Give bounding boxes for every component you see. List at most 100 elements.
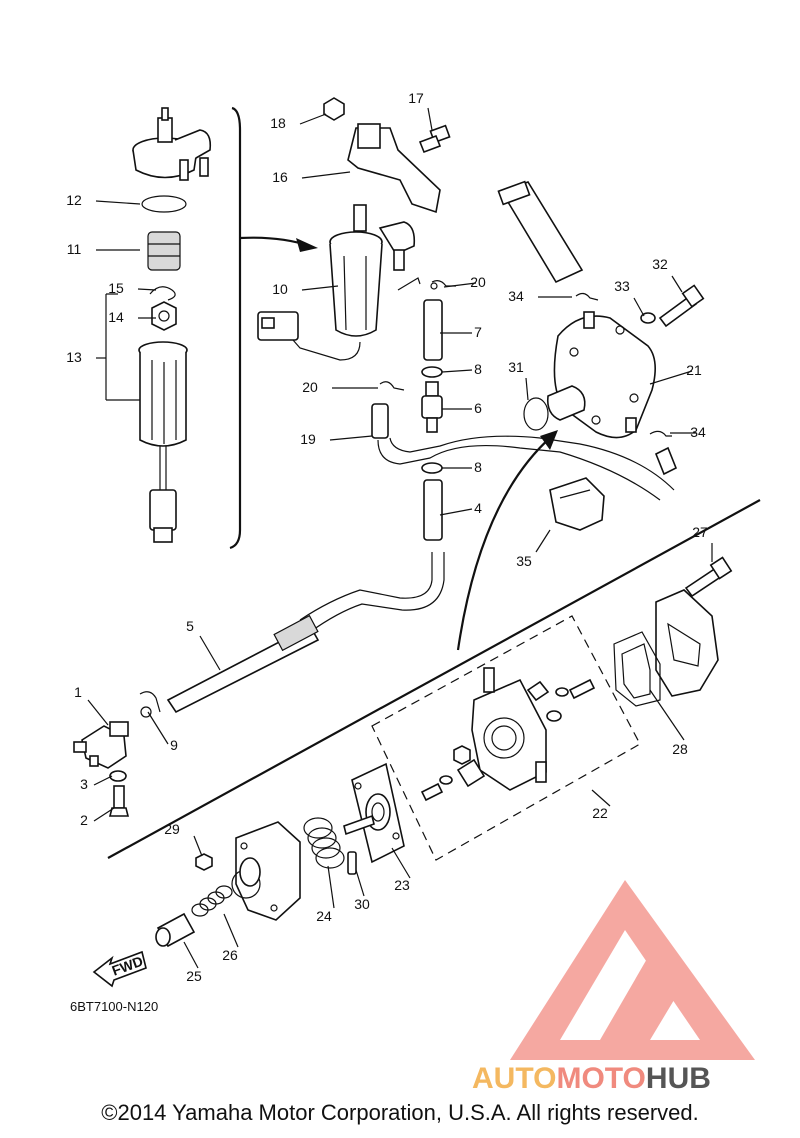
callout-leader-22	[591, 789, 611, 807]
callout-number-24: 24	[316, 908, 332, 924]
bracket-16	[347, 123, 441, 214]
pin-30	[347, 851, 357, 875]
cover-plate	[655, 589, 719, 697]
connector-10	[257, 311, 299, 341]
o-ring-31	[523, 397, 549, 431]
callout-number-32: 32	[652, 256, 668, 272]
bracket-13	[105, 293, 140, 401]
bolt-2	[108, 785, 130, 817]
section-divider-line	[107, 499, 761, 859]
callout-leader-2	[93, 807, 115, 822]
callout-number-21: 21	[686, 362, 702, 378]
callout-number-17: 17	[408, 90, 424, 106]
nut-29	[195, 853, 213, 871]
callout-number-18: 18	[270, 115, 286, 131]
copyright-notice: ©2014 Yamaha Motor Corporation, U.S.A. A…	[101, 1100, 699, 1125]
callout-leader-31	[525, 377, 529, 401]
callout-leader-8	[441, 369, 473, 373]
callout-number-33: 33	[614, 278, 630, 294]
callout-leader-15	[137, 288, 157, 291]
washer-3	[109, 770, 127, 782]
hose-bend-right	[654, 446, 678, 476]
plunger-25	[155, 912, 196, 948]
automotohub-logo	[510, 880, 755, 1060]
callout-leader-35	[535, 529, 551, 553]
bracket-divider	[229, 106, 242, 550]
dashed-box-22	[371, 615, 641, 861]
diaphragm-23	[343, 762, 405, 864]
strainer-11	[147, 231, 181, 271]
callout-number-5: 5	[186, 618, 194, 634]
primer-tube	[497, 180, 584, 284]
callout-number-34: 34	[690, 424, 706, 440]
nut-14	[151, 301, 177, 331]
callout-leader-3	[93, 775, 113, 786]
callout-number-25: 25	[186, 968, 202, 984]
callout-number-31: 31	[508, 359, 524, 375]
clip-35	[549, 477, 605, 531]
hose-7	[423, 299, 443, 361]
hose-19	[371, 403, 675, 501]
watermark-part-hub: HUB	[646, 1062, 711, 1095]
callout-number-8: 8	[474, 361, 482, 377]
callout-number-16: 16	[272, 169, 288, 185]
callout-number-12: 12	[66, 192, 82, 208]
callout-leader-21	[649, 370, 693, 385]
diagram-code: 6BT7100-N120	[70, 999, 158, 1014]
callout-number-6: 6	[474, 400, 482, 416]
callout-leader-9	[147, 711, 169, 745]
callout-leader-12	[95, 200, 141, 205]
callout-number-13: 13	[66, 349, 82, 365]
spring-26	[191, 885, 233, 917]
callout-number-20: 20	[302, 379, 318, 395]
clip-34-right	[649, 430, 672, 437]
callout-number-8: 8	[474, 459, 482, 475]
callout-leader-28	[649, 689, 685, 741]
watermark-part-auto: AUTO	[472, 1062, 556, 1095]
callout-number-27: 27	[692, 524, 708, 540]
callout-number-3: 3	[80, 776, 88, 792]
callout-number-35: 35	[516, 553, 532, 569]
joint-6	[421, 381, 443, 433]
callout-leader-32	[671, 275, 683, 293]
washer-33	[640, 312, 656, 324]
clip-20-mid	[379, 381, 405, 391]
callout-number-11: 11	[67, 241, 82, 257]
clip-9	[139, 691, 161, 718]
callout-leader-24	[327, 865, 335, 909]
hose-4	[423, 479, 443, 541]
callout-number-10: 10	[272, 281, 288, 297]
callout-leader-10	[301, 285, 339, 291]
callout-leader-33	[633, 297, 645, 317]
callout-number-20: 20	[470, 274, 486, 290]
callout-number-22: 22	[592, 805, 608, 821]
logo-triangle-mark	[600, 945, 680, 1040]
callout-number-23: 23	[394, 877, 410, 893]
clamp-8-bottom	[421, 462, 443, 474]
callout-leader-30	[355, 869, 365, 897]
callout-number-4: 4	[474, 500, 482, 516]
o-ring-12	[141, 195, 187, 213]
callout-leader-17	[427, 107, 433, 131]
bolt-17	[418, 124, 451, 154]
callout-number-1: 1	[74, 684, 82, 700]
assembly-arrow-pump	[456, 435, 553, 651]
watermark-text: AUTOMOTOHUB	[472, 1062, 711, 1095]
callout-labels: 1234567889101112131415161718192020212223…	[66, 90, 713, 984]
callout-number-26: 26	[222, 947, 238, 963]
callout-number-29: 29	[164, 821, 180, 837]
bolt-27	[684, 556, 733, 598]
bolt-32	[658, 284, 705, 328]
callout-leader-5	[199, 635, 221, 671]
callout-leader-1	[87, 699, 109, 726]
clip-34-top	[575, 292, 599, 301]
callout-number-14: 14	[108, 309, 124, 325]
nut-18	[323, 97, 345, 121]
filter-cap-assembly	[132, 107, 212, 181]
callout-number-9: 9	[170, 737, 178, 753]
filter-cup-13	[138, 341, 188, 543]
callout-number-34: 34	[508, 288, 524, 304]
pump-cover-block	[231, 821, 301, 921]
switch-1	[73, 721, 129, 769]
hose-filter-link	[397, 277, 421, 291]
